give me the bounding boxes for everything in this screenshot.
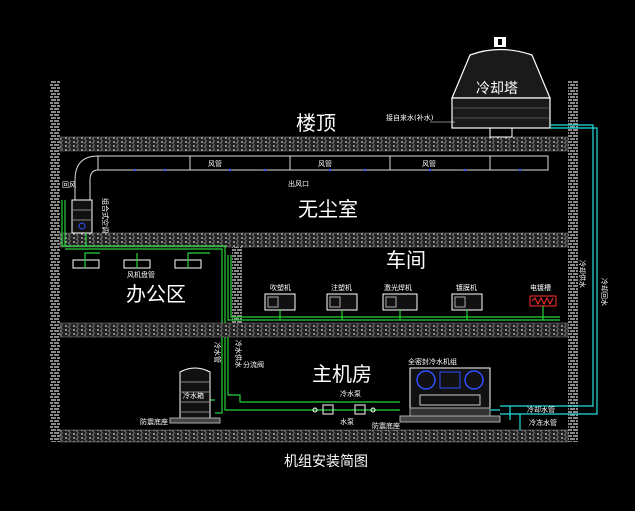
machine-label-4: 镀膜机 (456, 283, 477, 292)
machine-4: 镀膜机 (451, 283, 483, 311)
outlet-label: 出风口 (288, 179, 309, 188)
label-cleanroom: 无尘室 (298, 197, 358, 221)
partition-wall (232, 247, 242, 323)
left-wall (50, 80, 60, 442)
floor-slab-1 (59, 322, 569, 338)
right-return-label: 冷却回水 (600, 278, 609, 306)
pump-label-2: 水泵 (340, 417, 354, 426)
machine-label-5: 电镀槽 (530, 283, 551, 292)
tower-note: 接自来水(补水) (386, 113, 434, 122)
label-mainroom: 主机房 (312, 362, 372, 386)
air-duct (74, 155, 549, 201)
label-roof: 楼顶 (296, 111, 336, 135)
machines: 吹塑机 注塑机 激光焊机 镀膜机 电镀槽 (264, 283, 557, 311)
right-supply-label: 冷却供水 (578, 260, 587, 288)
valve-label: 分流阀 (243, 360, 264, 369)
cooling-tower: 冷却塔 (451, 37, 551, 138)
left-pipe-label: 冷水管 (213, 342, 222, 363)
ahu-unit: 组合式空调 (71, 198, 110, 234)
machine-1: 吹塑机 (264, 283, 296, 311)
roof-slab (59, 136, 569, 152)
bottom-right-label-2: 冷冻水管 (529, 418, 557, 427)
machine-2: 注塑机 (326, 283, 358, 311)
right-wall (568, 80, 578, 442)
water-tank: 冷水箱 (169, 367, 221, 424)
diagram-title: 机组安装简图 (284, 453, 368, 470)
chilled-water-pipes (61, 200, 560, 414)
pump-label: 冷水泵 (340, 389, 361, 398)
floor-slab-2 (59, 232, 569, 248)
duct-label-1: 风管 (208, 159, 222, 168)
pumps (312, 404, 376, 415)
water-tank-label: 冷水箱 (183, 391, 204, 400)
cooling-tower-label: 冷却塔 (476, 81, 518, 97)
base-right-label: 防震底座 (372, 421, 400, 430)
cooling-water-pipes (490, 124, 598, 430)
machine-3: 激光焊机 (382, 283, 418, 311)
bottom-right-label-1: 冷却水管 (527, 405, 555, 414)
return-air-label: 回风 (62, 181, 76, 189)
machine-label-3: 激光焊机 (384, 283, 412, 292)
machine-5: 电镀槽 (529, 283, 557, 307)
fan-coil-label: 风机盘管 (127, 270, 155, 279)
label-office: 办公区 (126, 282, 186, 306)
ground-slab (59, 429, 569, 443)
ahu-label: 组合式空调 (101, 198, 110, 233)
chiller-label: 全密封冷水机组 (408, 357, 457, 366)
duct-label-3: 风管 (422, 159, 436, 168)
supply-label: 冷水供水 (234, 340, 243, 368)
label-workshop: 车间 (386, 248, 426, 272)
base-left-label: 防震底座 (140, 417, 168, 426)
duct-label-2: 风管 (318, 159, 332, 168)
machine-label-1: 吹塑机 (270, 283, 291, 292)
machine-label-2: 注塑机 (331, 283, 352, 292)
chiller-unit: 全密封冷水机组 (399, 357, 501, 423)
